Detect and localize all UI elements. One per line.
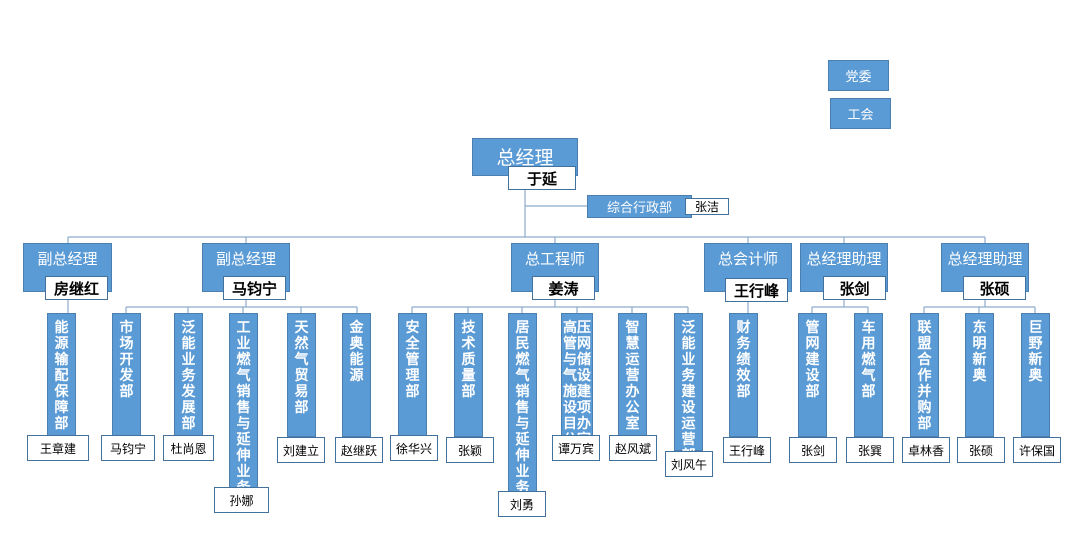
general-manager-name: 于延 xyxy=(508,166,576,190)
executive-name: 马钧宁 xyxy=(223,276,286,300)
department-box[interactable]: 东明新奥 xyxy=(965,313,994,437)
admin-office-box[interactable]: 综合行政部 xyxy=(587,195,692,218)
department-box[interactable]: 天然气贸易部 xyxy=(287,313,316,437)
department-box[interactable]: 巨野新奥 xyxy=(1021,313,1050,437)
department-head: 刘风午 xyxy=(665,451,713,477)
department-head: 赵风斌 xyxy=(609,435,657,461)
executive-name: 房继红 xyxy=(45,276,108,300)
executive-name: 张硕 xyxy=(963,276,1026,300)
department-head: 赵继跃 xyxy=(335,437,383,463)
department-head: 杜尚恩 xyxy=(163,435,214,461)
department-box[interactable]: 市场开发部 xyxy=(112,313,141,437)
department-box[interactable]: 财务绩效部 xyxy=(729,313,758,437)
department-head: 张硕 xyxy=(957,437,1005,463)
department-head: 许保国 xyxy=(1013,437,1061,463)
trade-union-box[interactable]: 工会 xyxy=(830,98,891,129)
department-head: 刘建立 xyxy=(277,437,325,463)
department-box[interactable]: 居民燃气销售与延伸业务部 xyxy=(508,313,537,512)
department-box[interactable]: 工业燃气销售与延伸业务部 xyxy=(229,313,258,512)
department-box[interactable]: 泛能业务建设运营部 xyxy=(674,313,703,464)
department-head: 马钧宁 xyxy=(101,435,155,461)
executive-name: 姜涛 xyxy=(532,276,595,300)
department-head: 张剑 xyxy=(789,437,837,463)
party-committee-box[interactable]: 党委 xyxy=(828,60,889,91)
department-box[interactable]: 金奥能源 xyxy=(342,313,371,437)
department-box[interactable]: 管网建设部 xyxy=(798,313,827,437)
department-head: 刘勇 xyxy=(498,491,546,517)
department-box[interactable]: 联盟合作并购部 xyxy=(910,313,939,437)
admin-office-person: 张洁 xyxy=(685,198,729,215)
department-box[interactable]: 智慧运营办公室 xyxy=(618,313,647,437)
executive-title[interactable]: 副总经理 xyxy=(202,243,290,292)
department-head: 谭万宾 xyxy=(552,435,600,461)
department-box[interactable]: 技术质量部 xyxy=(454,313,483,437)
department-head: 张巽 xyxy=(846,437,894,463)
executive-name: 王行峰 xyxy=(725,278,788,302)
department-head: 王章建 xyxy=(27,435,89,461)
department-head: 张颖 xyxy=(446,437,494,463)
department-box[interactable]: 安全管理部 xyxy=(398,313,427,437)
department-box[interactable]: 高压管网与储气设施建设项目办公室 xyxy=(561,313,593,448)
department-head: 徐华兴 xyxy=(390,435,438,461)
department-box[interactable]: 泛能业务发展部 xyxy=(174,313,203,437)
department-head: 王行峰 xyxy=(723,437,771,463)
department-head: 卓林香 xyxy=(902,437,950,463)
executive-name: 张剑 xyxy=(823,276,886,300)
department-box[interactable]: 能源输配保障部 xyxy=(47,313,76,437)
department-box[interactable]: 车用燃气部 xyxy=(854,313,883,437)
department-head: 孙娜 xyxy=(214,487,269,513)
